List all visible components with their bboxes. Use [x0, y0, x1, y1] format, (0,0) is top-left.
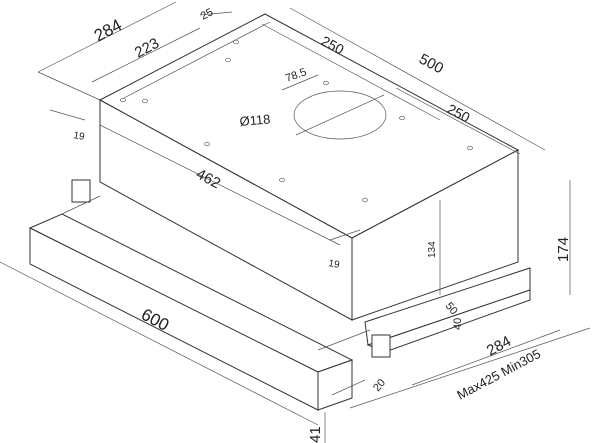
dim-visor-offset: 20: [371, 377, 388, 394]
dim-width-total: 500: [416, 51, 446, 78]
dim-depth-offset: 25: [199, 6, 215, 22]
dim-outlet-diameter: Ø118: [239, 111, 271, 129]
base-step: [71, 179, 531, 358]
dim-base-depth: 284: [484, 333, 514, 360]
dim-total-height: 174: [555, 237, 572, 262]
dim-body-height: 134: [427, 241, 438, 258]
dim-side-margin-left: 19: [72, 130, 85, 143]
outlet-circle: [293, 90, 387, 140]
dim-visor-height: 41: [307, 426, 324, 443]
mounting-holes: [120, 39, 473, 203]
dim-side-margin-right: 19: [327, 258, 340, 271]
clip-left: [71, 179, 91, 203]
hood-body: [98, 13, 520, 321]
dim-depth-total: 284: [91, 15, 125, 45]
clip-right: [371, 334, 391, 358]
side-face: [351, 149, 519, 321]
dim-step-height: 40: [452, 318, 464, 330]
visor-panel: [28, 195, 371, 411]
dim-depth-inner: 223: [132, 35, 162, 62]
